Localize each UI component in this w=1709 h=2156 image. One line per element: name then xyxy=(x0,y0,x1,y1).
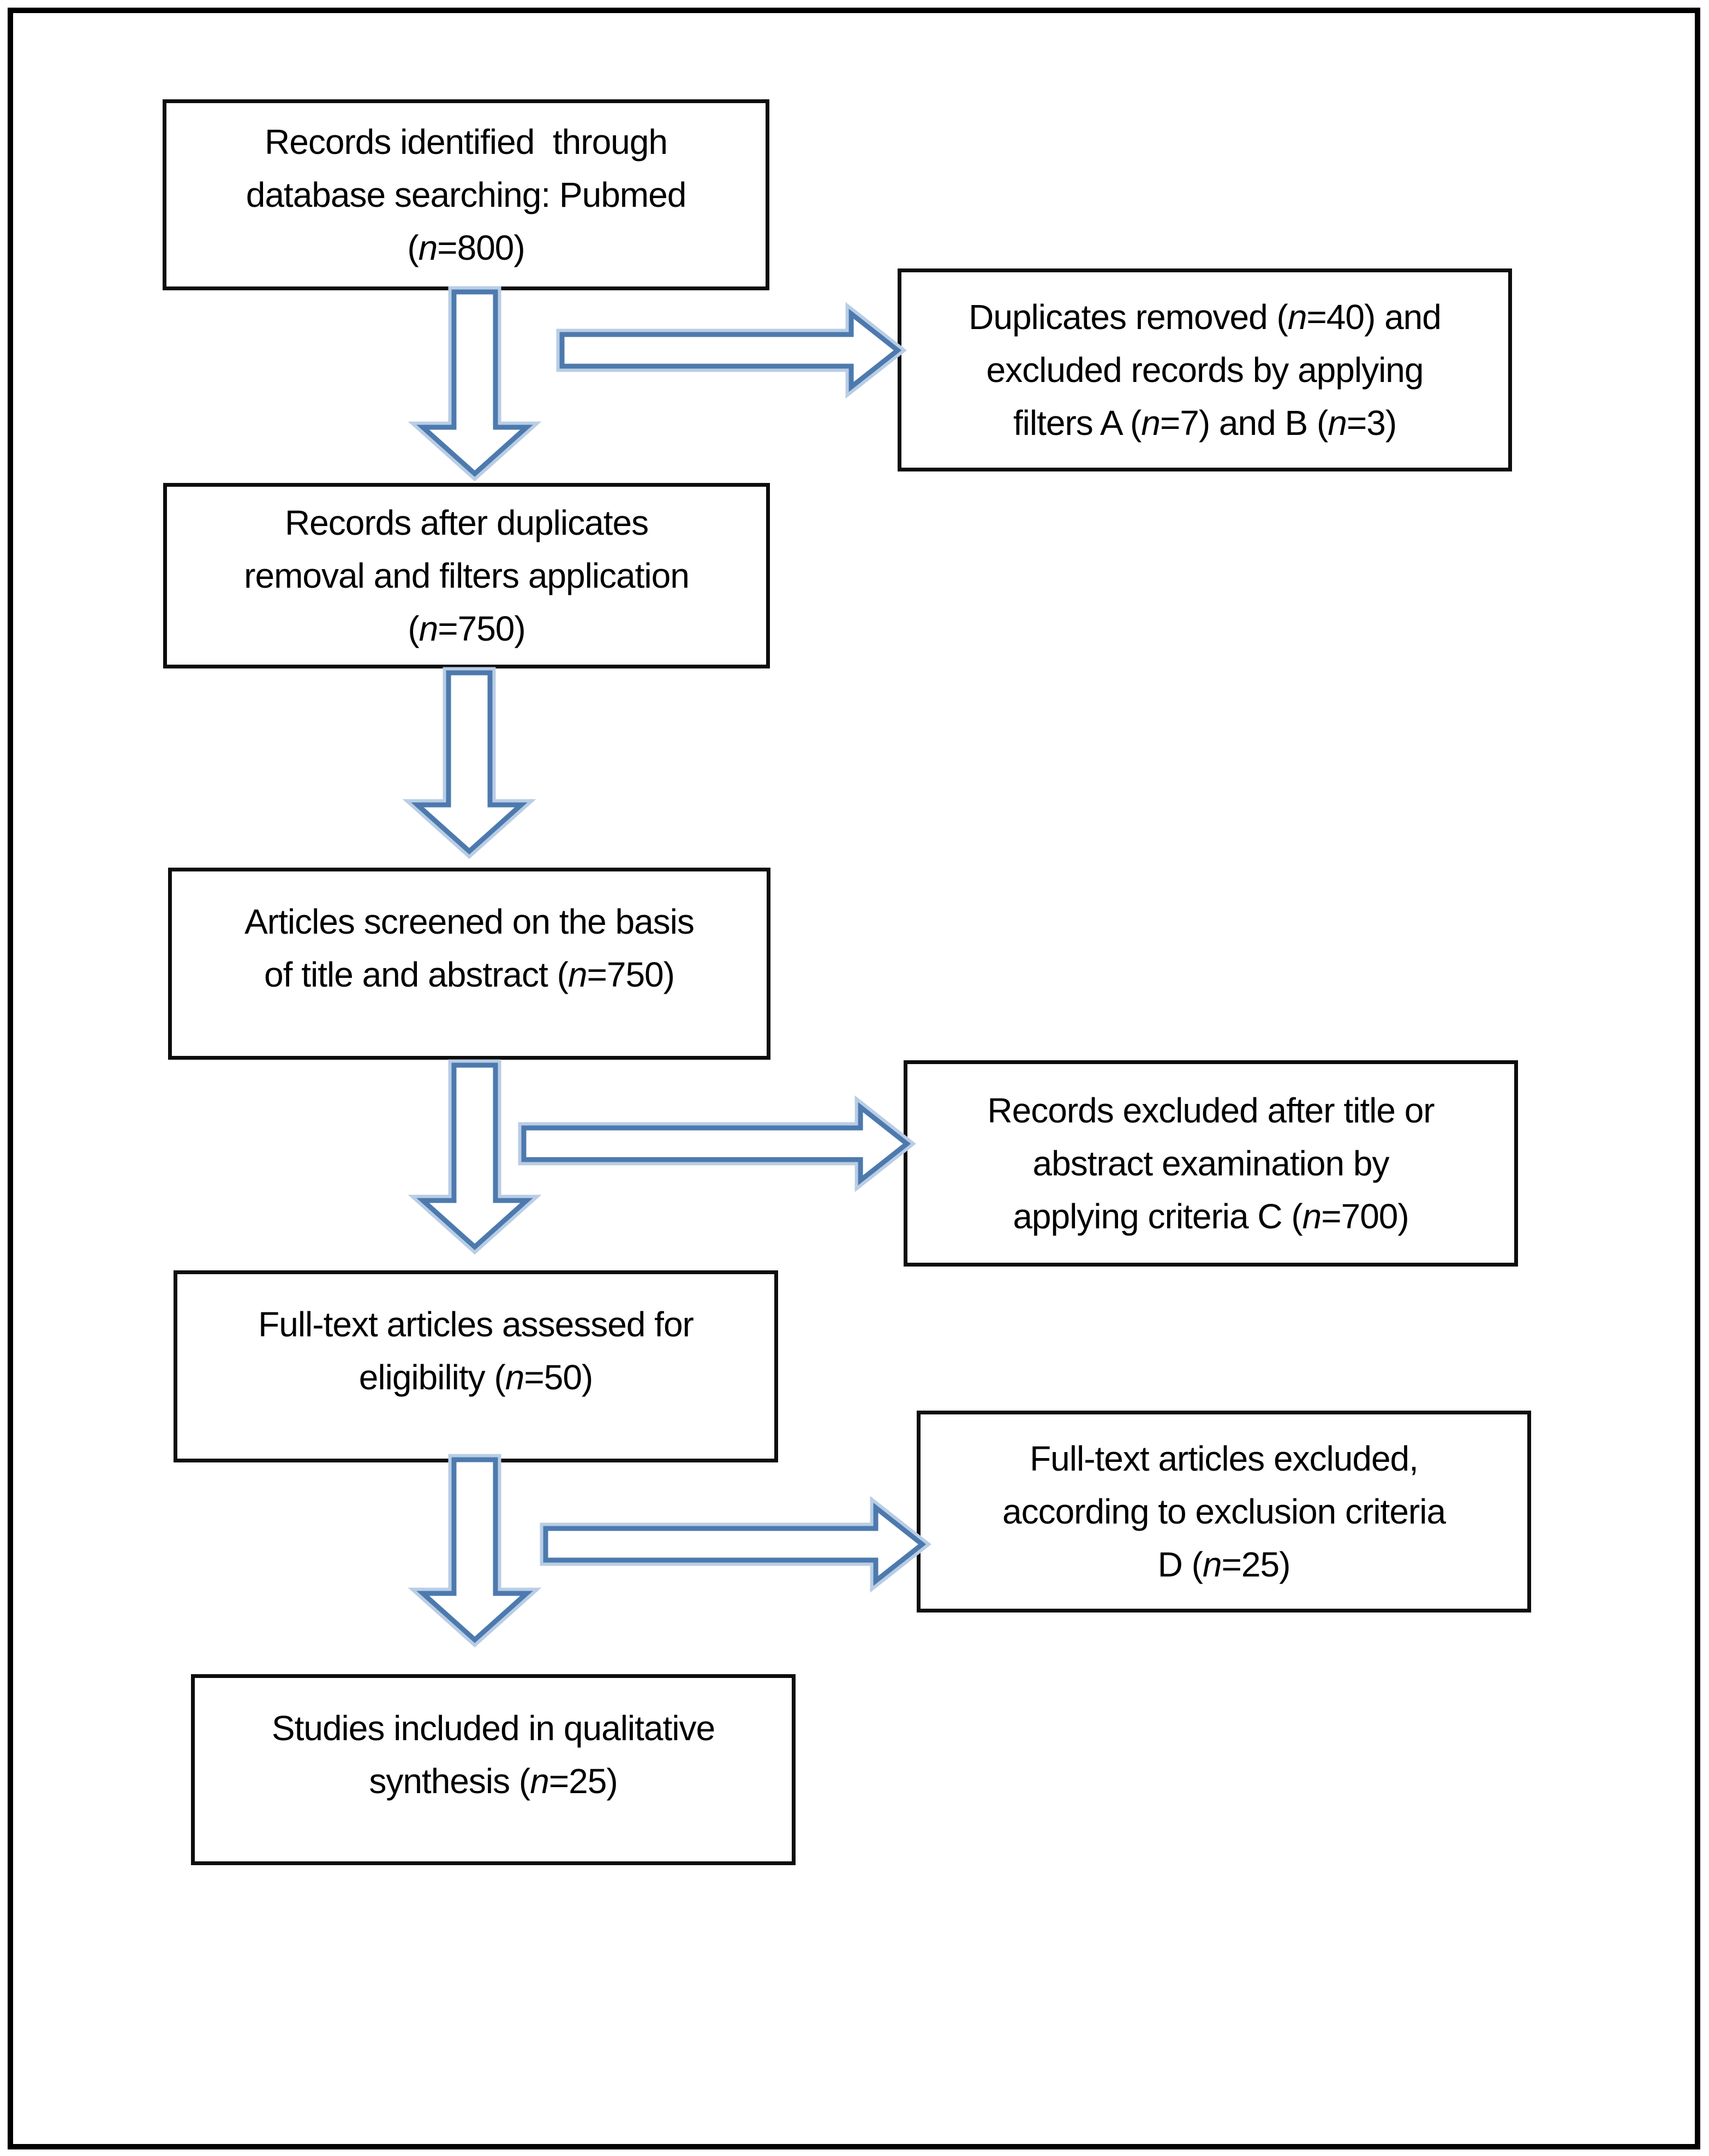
down-arrow-icon-3 xyxy=(408,1059,542,1255)
box-records-after-duplicates-text: Records after duplicates removal and fil… xyxy=(244,503,690,648)
down-arrow-icon-1 xyxy=(408,286,542,482)
box-fulltext-excluded-text: Full-text articles excluded, according t… xyxy=(1002,1438,1446,1584)
outer-frame xyxy=(8,8,1700,2149)
box-fulltext-assessed: Full-text articles assessed for eligibil… xyxy=(174,1270,778,1462)
box-fulltext-assessed-text: Full-text articles assessed for eligibil… xyxy=(258,1305,694,1397)
box-articles-screened: Articles screened on the basis of title … xyxy=(168,868,770,1060)
box-records-excluded-title-abstract: Records excluded after title or abstract… xyxy=(904,1060,1518,1267)
down-arrow-icon-4 xyxy=(408,1454,542,1648)
box-articles-screened-text: Articles screened on the basis of title … xyxy=(244,902,695,994)
box-studies-included: Studies included in qualitative synthesi… xyxy=(191,1674,796,1865)
box-records-excluded-title-abstract-text: Records excluded after title or abstract… xyxy=(987,1090,1435,1236)
right-arrow-icon-1 xyxy=(556,302,907,399)
right-arrow-icon-2 xyxy=(518,1095,916,1192)
box-duplicates-removed-text: Duplicates removed (n=40) and excluded r… xyxy=(969,297,1442,443)
down-arrow-icon-2 xyxy=(402,667,536,859)
box-records-after-duplicates: Records after duplicates removal and fil… xyxy=(163,483,770,668)
box-records-identified-text: Records identified through database sear… xyxy=(246,122,687,267)
box-studies-included-text: Studies included in qualitative synthesi… xyxy=(271,1709,715,1801)
box-duplicates-removed: Duplicates removed (n=40) and excluded r… xyxy=(898,268,1512,471)
box-records-identified: Records identified through database sear… xyxy=(163,99,769,290)
right-arrow-icon-3 xyxy=(540,1496,931,1593)
box-fulltext-excluded: Full-text articles excluded, according t… xyxy=(917,1411,1531,1612)
